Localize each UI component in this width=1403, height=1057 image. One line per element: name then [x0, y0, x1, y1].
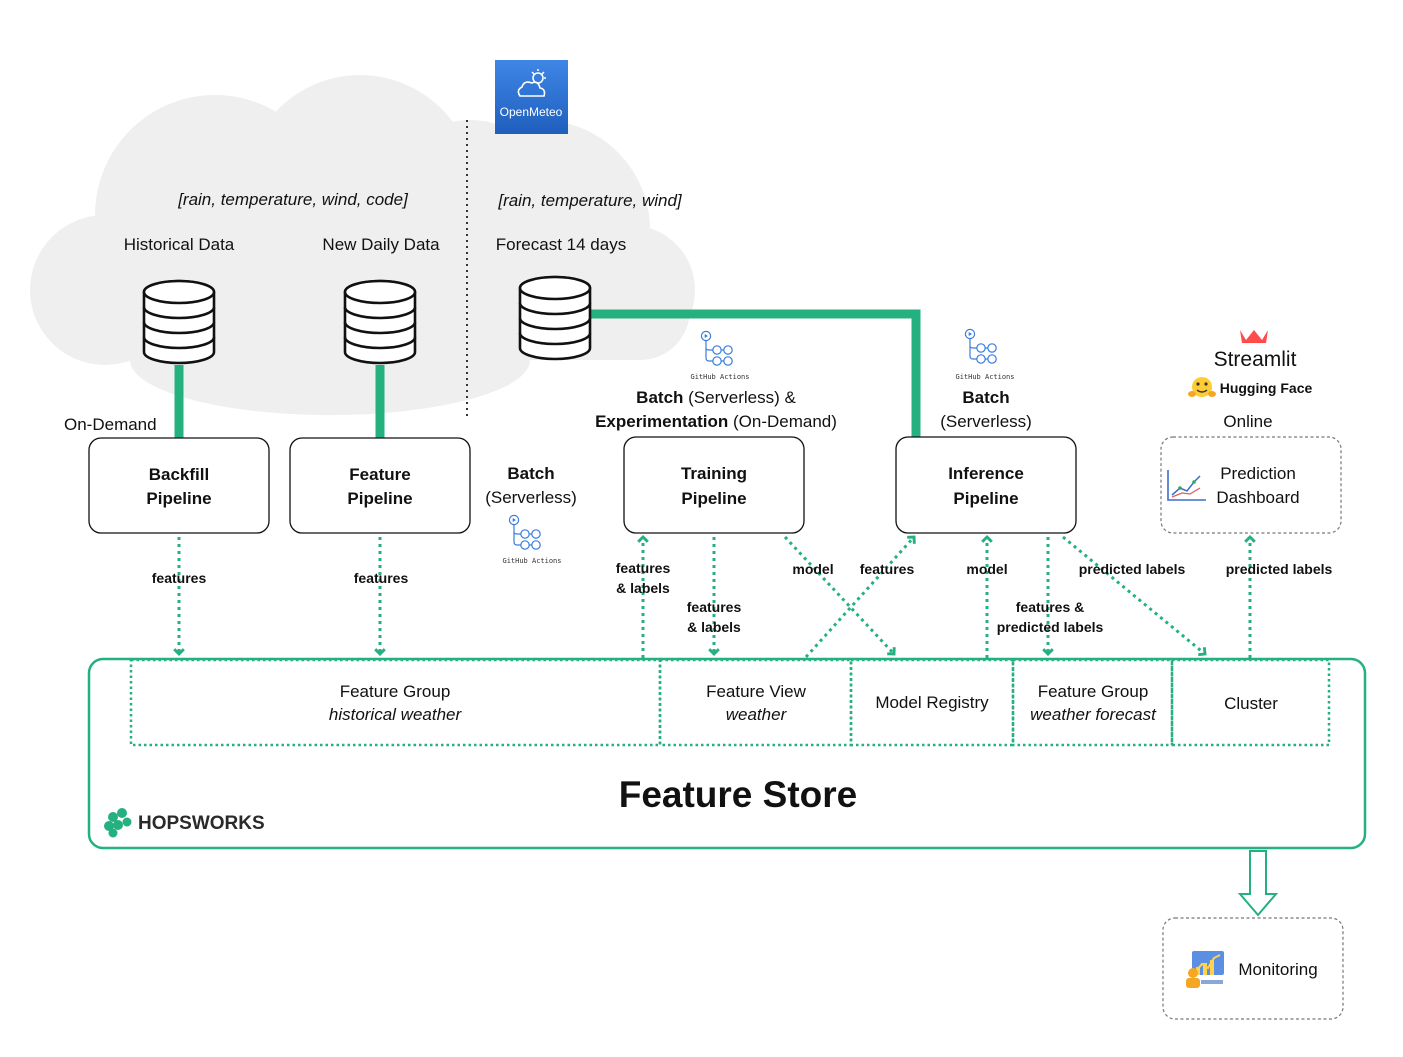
inference-serverless-label: (Serverless)	[940, 412, 1032, 431]
hugging-face-label: Hugging Face	[1220, 380, 1313, 396]
view-features-label: features	[687, 599, 742, 615]
feature-github-actions-label: GitHub Actions	[502, 557, 561, 565]
new-daily-data-label: New Daily Data	[322, 235, 440, 254]
dashboard-predicted-label: predicted labels	[1226, 561, 1333, 577]
inference-batch-label: Batch	[962, 388, 1009, 407]
backfill-pipeline-line1: Backfill	[149, 465, 209, 484]
streamlit-logo	[1240, 330, 1268, 343]
daily-database-icon	[343, 279, 417, 365]
inference-pipeline-line1: Inference	[948, 464, 1024, 483]
feature-features-label: features	[354, 570, 409, 586]
online-label: Online	[1223, 412, 1272, 431]
on-demand-paren-word: (On-Demand)	[733, 412, 837, 431]
training-schedule-line2: Experimentation (On-Demand)	[595, 412, 837, 431]
monitoring-label: Monitoring	[1238, 960, 1317, 979]
predictions-features-label: features &	[1016, 599, 1084, 615]
cluster-predicted-label: predicted labels	[1079, 561, 1186, 577]
training-github-actions-label: GitHub Actions	[690, 373, 749, 381]
fg-historical-title: Feature Group	[340, 682, 451, 701]
backfill-pipeline-box	[88, 437, 270, 534]
feature-pipeline-line2: Pipeline	[347, 489, 412, 508]
feature-pipeline-box	[289, 437, 471, 534]
inference-model-label: model	[966, 561, 1007, 577]
backfill-pipeline-line2: Pipeline	[146, 489, 211, 508]
feature-view-box	[658, 658, 853, 747]
feature-github-actions-icon	[508, 514, 541, 550]
fg-forecast-box	[1011, 658, 1174, 747]
forecast-to-inference-connector	[590, 309, 921, 438]
training-features-label: features	[616, 560, 671, 576]
training-schedule-line1: Batch (Serverless) &	[636, 388, 796, 407]
hugging-face-icon	[1188, 377, 1216, 397]
fg-forecast-title: Feature Group	[1038, 682, 1149, 701]
inference-github-actions-icon	[964, 328, 997, 364]
inference-github-actions-label: GitHub Actions	[955, 373, 1014, 381]
inference-cluster-arrow	[1062, 535, 1207, 657]
feature-store-title: Feature Store	[619, 774, 858, 815]
prediction-dashboard-box	[1160, 436, 1342, 534]
fg-forecast-subtitle: weather forecast	[1030, 705, 1157, 724]
forecast-fields-label: [rain, temperature, wind]	[497, 191, 683, 210]
openmeteo-label: OpenMeteo	[500, 105, 563, 119]
experimentation-word: Experimentation	[595, 412, 728, 431]
fg-historical-subtitle: historical weather	[329, 705, 463, 724]
training-model-arrow	[783, 535, 896, 656]
monitoring-icon	[1186, 951, 1224, 988]
training-pipeline-line2: Pipeline	[681, 489, 746, 508]
fg-historical-box	[129, 658, 662, 747]
feature-view-title: Feature View	[706, 682, 807, 701]
feature-batch-label: Batch	[507, 464, 554, 483]
inference-features-arrow	[804, 535, 916, 659]
dashboard-line1: Prediction	[1220, 464, 1296, 483]
chart-icon	[1167, 470, 1206, 501]
historical-database-icon	[142, 279, 216, 365]
forecast-database-icon	[518, 275, 592, 361]
feature-view-subtitle: weather	[726, 705, 788, 724]
batch-word: Batch	[636, 388, 683, 407]
dashboard-line2: Dashboard	[1216, 488, 1299, 507]
openmeteo-logo: OpenMeteo	[495, 60, 568, 134]
historical-data-label: Historical Data	[124, 235, 235, 254]
on-demand-label: On-Demand	[64, 415, 157, 434]
model-registry-label: Model Registry	[875, 693, 989, 712]
feature-serverless-label: (Serverless)	[485, 488, 577, 507]
predictions-labels-label: predicted labels	[997, 619, 1104, 635]
training-model-label: model	[792, 561, 833, 577]
forecast-label: Forecast 14 days	[496, 235, 626, 254]
cluster-box	[1170, 658, 1331, 747]
streamlit-label: Streamlit	[1214, 348, 1297, 371]
training-pipeline-line1: Training	[681, 464, 747, 483]
training-labels-label: & labels	[616, 580, 670, 596]
training-github-actions-icon	[700, 330, 733, 366]
serverless-amp-word: (Serverless) &	[688, 388, 796, 407]
backfill-features-label: features	[152, 570, 207, 586]
hopsworks-logo: HOPSWORKS	[104, 808, 265, 838]
hopsworks-label: HOPSWORKS	[138, 813, 265, 834]
inference-pipeline-box	[895, 436, 1077, 534]
inference-features-label: features	[860, 561, 915, 577]
cluster-label: Cluster	[1224, 694, 1278, 713]
historical-fields-label: [rain, temperature, wind, code]	[177, 190, 409, 209]
down-arrow-icon	[1237, 850, 1279, 917]
view-labels-label: & labels	[687, 619, 741, 635]
inference-pipeline-line2: Pipeline	[953, 489, 1018, 508]
feature-pipeline-line1: Feature	[349, 465, 410, 484]
training-pipeline-box	[623, 436, 805, 534]
monitoring-box	[1162, 917, 1344, 1020]
